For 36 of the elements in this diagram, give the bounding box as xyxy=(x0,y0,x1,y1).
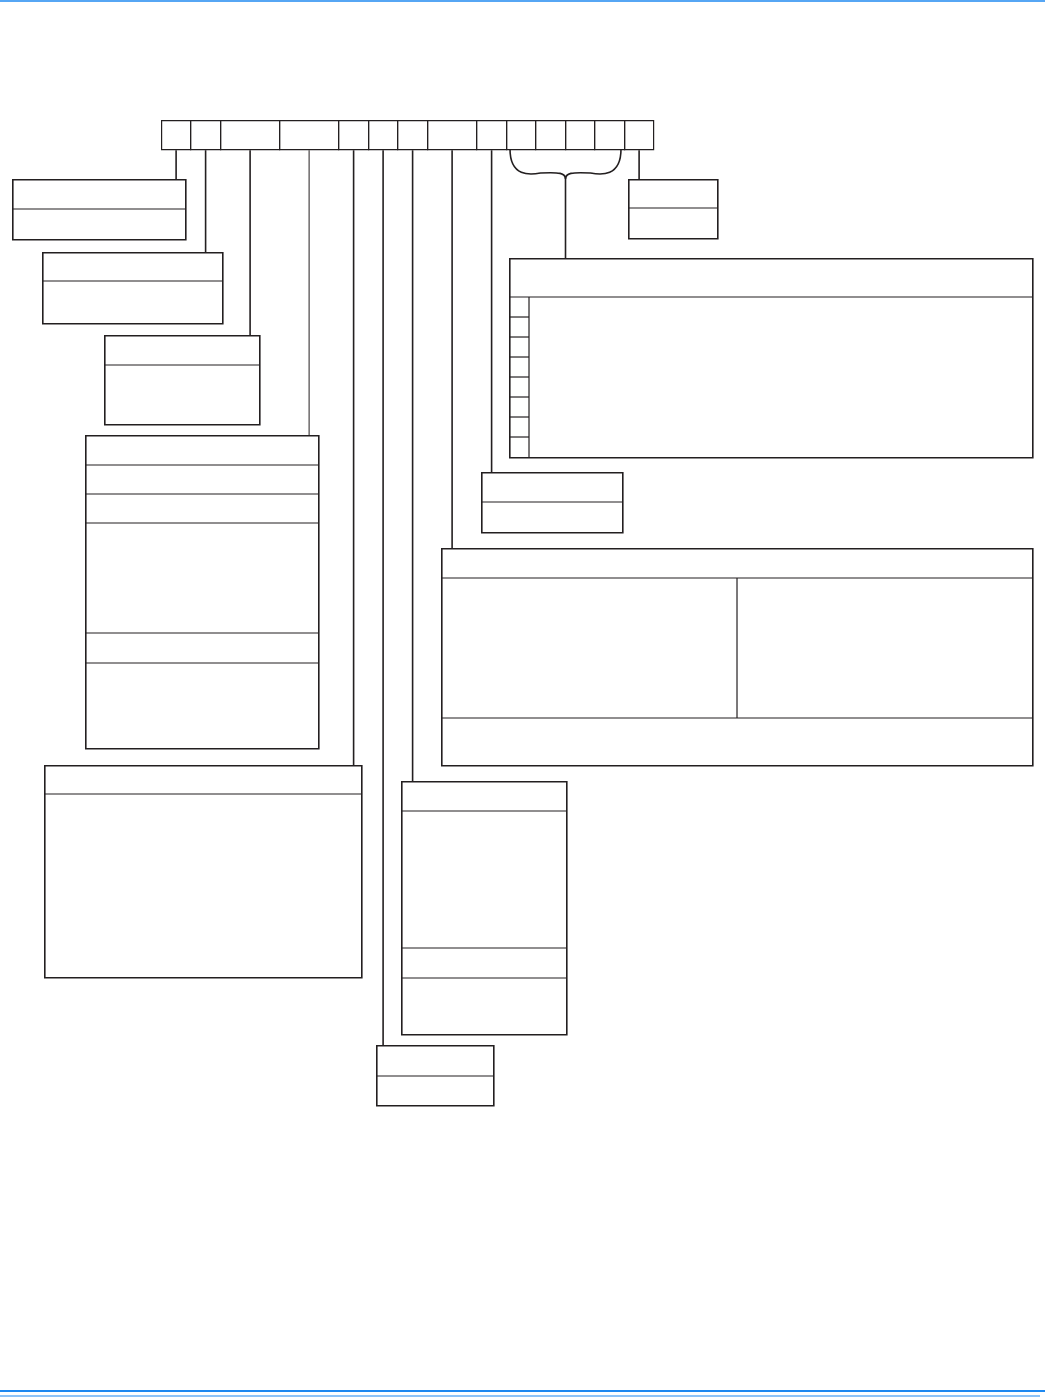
description-box xyxy=(84,435,320,750)
code-cell xyxy=(397,120,429,151)
code-cell xyxy=(368,120,399,151)
code-cell xyxy=(565,120,596,151)
leader-line xyxy=(352,149,355,766)
code-cell xyxy=(506,120,537,151)
leader-line xyxy=(490,149,493,473)
description-box xyxy=(41,252,224,325)
code-cell xyxy=(594,120,626,151)
code-cell xyxy=(427,120,478,151)
leader-line xyxy=(175,149,177,180)
brace-leader xyxy=(509,148,622,259)
leader-line xyxy=(249,149,251,336)
description-box xyxy=(11,179,187,241)
code-cell xyxy=(190,120,222,151)
code-cell xyxy=(624,120,655,151)
description-box xyxy=(375,1045,495,1107)
code-cell xyxy=(338,120,370,151)
leader-line xyxy=(451,149,453,549)
code-cell xyxy=(220,120,281,151)
code-cell xyxy=(476,120,508,151)
description-box xyxy=(440,548,1034,767)
leader-line xyxy=(308,149,310,436)
description-box xyxy=(508,258,1034,459)
code-cell xyxy=(161,120,192,151)
leader-line xyxy=(411,149,414,782)
code-cell xyxy=(279,120,340,151)
code-cell xyxy=(535,120,567,151)
leader-line xyxy=(638,149,640,180)
description-box xyxy=(480,472,624,534)
description-box xyxy=(103,335,261,426)
description-box xyxy=(400,781,568,1036)
leader-line xyxy=(382,149,384,1046)
leader-line xyxy=(204,149,207,253)
description-box xyxy=(627,179,719,240)
description-box xyxy=(43,765,363,979)
